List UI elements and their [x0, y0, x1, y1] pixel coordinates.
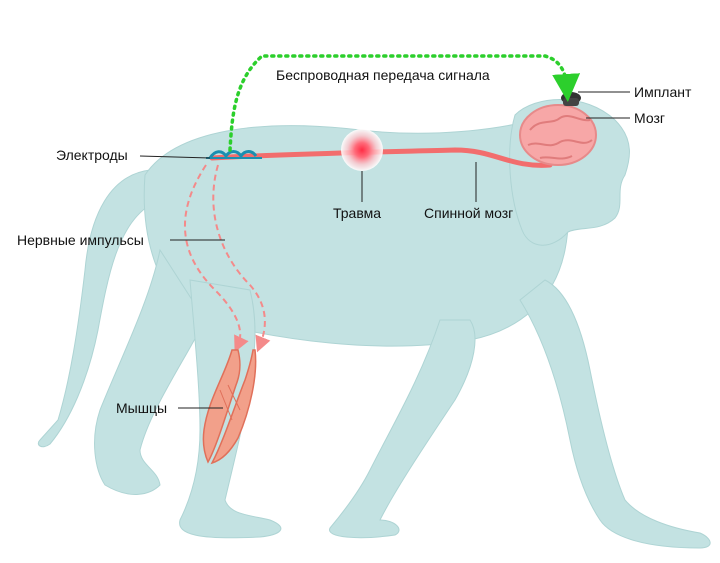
tail — [37, 169, 151, 448]
muscle-icon — [202, 349, 257, 465]
impulse-arrow-2 — [212, 164, 271, 353]
impulse-arrow-1 — [184, 164, 249, 353]
label-implant: Имплант — [634, 84, 692, 100]
brain-icon — [519, 104, 597, 166]
implant-icon — [561, 92, 581, 106]
front-leg-front — [519, 279, 711, 549]
label-nerve-impulses: Нервные импульсы — [17, 232, 144, 248]
rear-leg-back — [94, 248, 206, 495]
front-leg-back — [329, 319, 476, 539]
leader-lines — [139, 91, 630, 409]
label-electrodes: Электроды — [56, 147, 128, 163]
label-wireless: Беспроводная передача сигнала — [276, 67, 490, 83]
injury-glow-icon — [341, 129, 383, 171]
label-spinal-cord: Спинной мозг — [424, 205, 514, 221]
label-injury: Травма — [333, 205, 382, 221]
label-brain: Мозг — [634, 110, 665, 126]
spinal-cord — [209, 147, 553, 168]
label-muscles: Мышцы — [116, 400, 168, 416]
wireless-arrow — [228, 54, 581, 152]
electrodes-icon — [206, 150, 262, 159]
